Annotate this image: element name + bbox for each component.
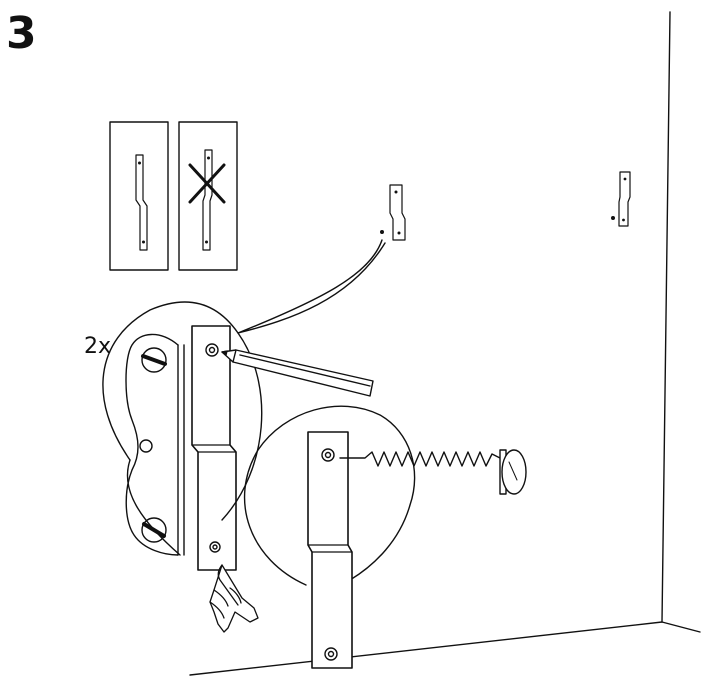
bracket-large [191,325,237,571]
wall-bracket-far [611,171,631,227]
x-mark-icon [188,163,226,204]
screw-icon [339,449,527,495]
zoom-circle-screw [243,405,416,586]
bracket-correct-icon [109,121,169,271]
callout-tail [237,239,386,334]
quantity-label: 2x [84,334,112,359]
pencil-icon [221,349,374,397]
step-number: 3 [6,8,37,59]
wall-outline [189,11,701,676]
bracket-wrong-icon [178,121,238,271]
bracket-screwed [307,431,353,669]
pointing-hand-icon [209,564,259,633]
wall-bracket-small [380,184,406,241]
zoom-circle-marking [102,301,263,556]
